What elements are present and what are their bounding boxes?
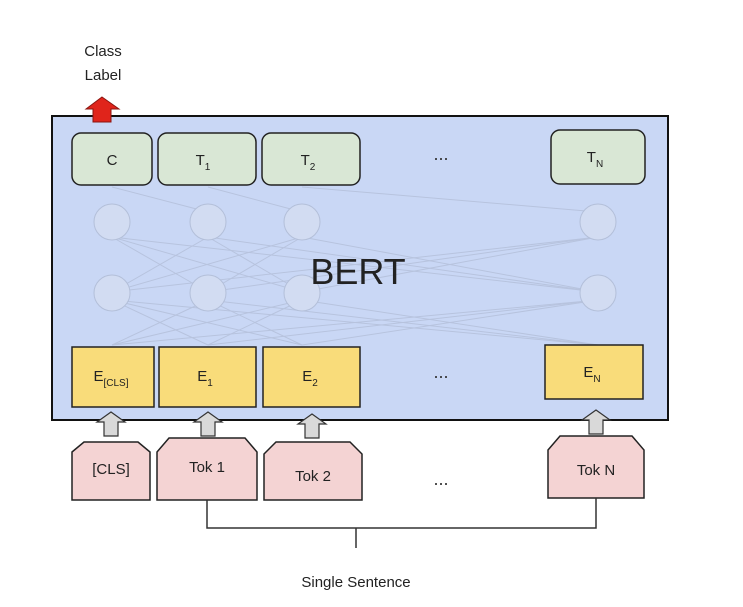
output-t2-base: T <box>301 152 310 169</box>
input-arrow-cls-icon <box>95 411 127 437</box>
svg-text:T2: T2 <box>301 152 316 173</box>
input-arrow-tok1-icon <box>192 411 224 437</box>
output-tn-sub: N <box>596 159 603 170</box>
svg-text:E1: E1 <box>197 368 213 389</box>
network-connections <box>111 186 599 346</box>
token-box-tok1: Tok 1 <box>156 437 258 501</box>
output-c-text: C <box>107 152 118 169</box>
bert-title: BERT <box>310 251 405 292</box>
token-box-cls: [CLS] <box>71 441 151 501</box>
embedding-box-e1: E1 <box>158 346 257 408</box>
token-tok1-text: Tok 1 <box>189 459 225 476</box>
embedding-en-sub: N <box>593 374 600 385</box>
output-t1-base: T <box>196 152 205 169</box>
network-nodes <box>93 203 617 312</box>
embedding-e2-base: E <box>302 368 312 385</box>
token-tok2-text: Tok 2 <box>295 468 331 485</box>
embedding-box-e2: E2 <box>262 346 361 408</box>
output-box-t1: T1 <box>157 132 257 186</box>
embedding-cls-sub: [CLS] <box>104 378 129 389</box>
embedding-en-base: E <box>583 364 593 381</box>
token-box-tok2: Tok 2 <box>263 441 363 501</box>
output-t1-sub: 1 <box>205 162 211 173</box>
output-box-c: C <box>71 132 153 186</box>
embedding-e1-base: E <box>197 368 207 385</box>
embedding-box-en: EN <box>544 344 644 400</box>
class-label-arrow-icon <box>84 96 121 123</box>
output-box-t2: T2 <box>261 132 361 186</box>
class-label-line2: Label <box>85 67 122 84</box>
svg-text:EN: EN <box>583 364 600 385</box>
token-ellipsis: ... <box>433 469 448 489</box>
output-box-tn: TN <box>550 129 646 185</box>
input-arrows <box>95 409 612 439</box>
embedding-e2-sub: 2 <box>312 378 318 389</box>
output-t2-sub: 2 <box>310 162 316 173</box>
sentence-bracket <box>206 498 597 548</box>
token-cls-text: [CLS] <box>92 461 130 478</box>
output-tn-base: T <box>587 149 596 166</box>
class-label-line1: Class <box>84 43 122 60</box>
svg-text:E2: E2 <box>302 368 318 389</box>
input-arrow-tok2-icon <box>296 413 328 439</box>
embedding-box-cls: E[CLS] <box>71 346 155 408</box>
input-arrow-tokn-icon <box>580 409 612 435</box>
output-ellipsis: ... <box>433 144 448 164</box>
embedding-e1-sub: 1 <box>207 378 213 389</box>
svg-text:C: C <box>107 152 118 169</box>
svg-text:T1: T1 <box>196 152 211 173</box>
token-box-tokn: Tok N <box>547 435 645 499</box>
embedding-cls-base: E <box>93 368 103 385</box>
svg-text:E[CLS]: E[CLS] <box>93 368 128 389</box>
single-sentence-label: Single Sentence <box>301 574 410 591</box>
embedding-ellipsis: ... <box>433 362 448 382</box>
token-tokn-text: Tok N <box>577 462 615 479</box>
svg-text:TN: TN <box>587 149 603 170</box>
